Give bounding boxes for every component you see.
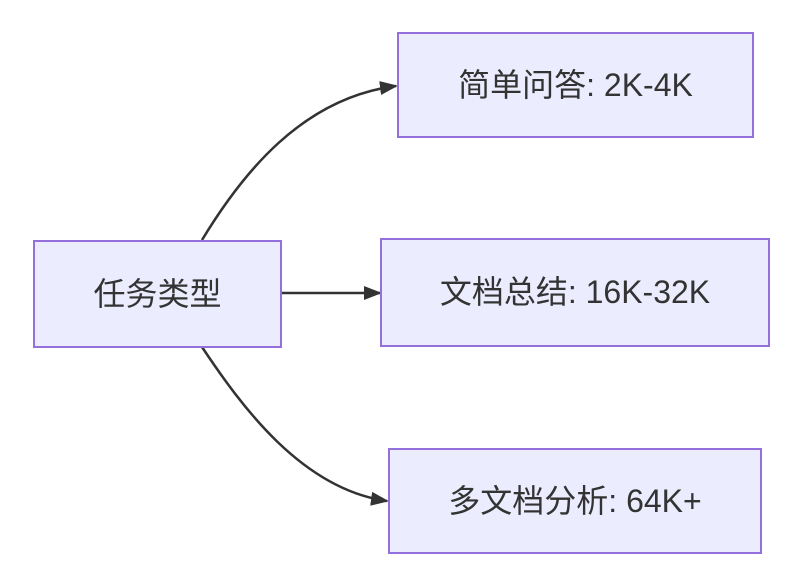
node-doc-summary: 文档总结: 16K-32K (380, 238, 770, 347)
node-simple-qa-label: 简单问答: 2K-4K (458, 66, 693, 103)
node-task-type: 任务类型 (33, 240, 282, 348)
node-doc-summary-label: 文档总结: 16K-32K (439, 274, 711, 311)
node-simple-qa: 简单问答: 2K-4K (397, 32, 754, 138)
edge-root-to-simple-qa (200, 81, 398, 241)
edge-root-to-multidoc-analysis (200, 346, 389, 506)
node-multidoc-analysis: 多文档分析: 64K+ (388, 448, 762, 554)
node-task-type-label: 任务类型 (93, 275, 222, 312)
node-multidoc-analysis-label: 多文档分析: 64K+ (448, 482, 702, 519)
